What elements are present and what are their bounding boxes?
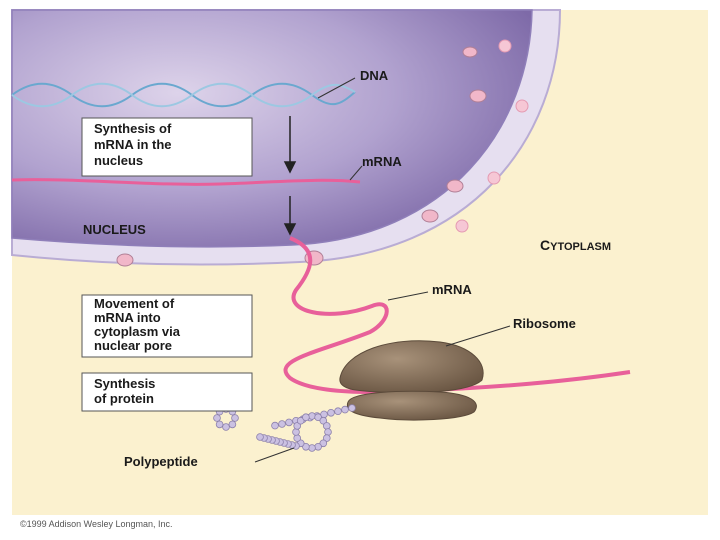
step-box-2: Movement of mRNA into cytoplasm via nucl…	[81, 294, 253, 358]
mrna-label-cytoplasm: mRNA	[432, 282, 472, 297]
step-3-line-1: Synthesis	[94, 376, 155, 391]
nuclear-pore	[462, 46, 478, 58]
process-arrows	[283, 116, 297, 236]
amino-acid-bead	[302, 413, 310, 422]
dna-strand-2	[11, 82, 356, 108]
amino-acid-bead	[334, 407, 342, 416]
amino-acid-bead	[222, 423, 230, 431]
nuclear-pore	[421, 209, 439, 223]
amino-acid-bead	[215, 420, 224, 429]
step-box-1-frame	[81, 117, 253, 177]
leader-dna	[317, 77, 356, 99]
amino-acid-bead	[341, 405, 349, 414]
polypeptide-chain	[213, 404, 356, 452]
step-1-line-3: nucleus	[94, 153, 143, 168]
step-2-line-1: Movement of	[94, 296, 175, 311]
nuclear-pore	[446, 179, 464, 193]
step-1-line-1: Synthesis of	[94, 121, 172, 136]
amino-acid-bead	[293, 434, 302, 442]
step-3-line-2: of protein	[94, 391, 154, 406]
leader-lines	[254, 77, 511, 463]
leader-ribosome	[445, 325, 511, 347]
amino-acid-bead	[285, 418, 293, 427]
cytoplasm-label: CYTOPLASM	[540, 237, 611, 253]
dna-helix	[11, 82, 356, 108]
amino-acid-bead	[302, 442, 310, 451]
cytoplasm-particles	[455, 39, 529, 233]
mrna-label-nucleus: mRNA	[362, 154, 402, 169]
amino-acid-bead	[314, 442, 322, 451]
amino-acid-bead	[278, 420, 286, 428]
leader-mrna-bottom	[387, 291, 429, 301]
nucleus-label: NUCLEUS	[83, 222, 146, 237]
amino-acid-bead	[319, 439, 328, 448]
leader-mrna-top	[349, 165, 363, 181]
amino-acid-bead	[292, 428, 300, 436]
nuclear-pore	[469, 89, 487, 103]
ribosome-large-subunit	[339, 340, 484, 394]
amino-acid-bead	[293, 422, 302, 430]
nuclear-envelope-inner	[11, 9, 533, 248]
arrow-2-head	[283, 223, 297, 236]
step-2-line-2: mRNA into	[94, 310, 161, 325]
amino-acid-bead	[213, 414, 221, 422]
amino-acid-bead	[228, 420, 237, 429]
cytoplasm-label-initial: C	[540, 237, 550, 253]
step-1-line-2: mRNA in the	[94, 137, 172, 152]
amino-acid-bead	[231, 414, 239, 422]
step-2-line-3: cytoplasm via	[94, 324, 181, 339]
step-2-line-4: nuclear pore	[94, 338, 172, 353]
step-box-3: Synthesis of protein	[81, 372, 253, 412]
amino-acid-bead	[256, 433, 264, 441]
amino-acid-bead	[308, 444, 316, 452]
polypeptide-label: Polypeptide	[124, 454, 198, 469]
amino-acid-bead	[271, 421, 279, 430]
nuclear-pore	[116, 253, 134, 267]
particle	[487, 171, 501, 185]
amino-acid-bead	[308, 412, 316, 420]
amino-acid-bead	[322, 434, 331, 442]
particle	[515, 99, 529, 113]
amino-acid-bead	[327, 408, 335, 417]
amino-acid-bead	[296, 416, 305, 425]
particle	[498, 39, 512, 53]
step-box-3-frame	[81, 372, 253, 412]
ribosome-label: Ribosome	[513, 316, 576, 331]
amino-acid-bead	[324, 428, 332, 436]
amino-acid-bead	[322, 422, 331, 430]
copyright-notice: ©1999 Addison Wesley Longman, Inc.	[20, 519, 173, 529]
dna-label: DNA	[360, 68, 389, 83]
step-box-2-frame	[81, 294, 253, 358]
mrna-strand-nucleus	[11, 178, 361, 186]
amino-acid-bead	[314, 413, 322, 422]
amino-acid-bead	[319, 416, 328, 425]
nucleus	[11, 9, 562, 266]
amino-acid-bead	[348, 404, 356, 412]
particle	[455, 219, 469, 233]
step-box-1: Synthesis of mRNA in the nucleus	[81, 117, 253, 177]
leader-polypeptide	[254, 447, 295, 463]
cytoplasm-label-rest: YTOPLASM	[550, 241, 611, 253]
ribosome-small-subunit	[346, 390, 477, 421]
arrow-1-head	[283, 161, 297, 174]
mrna-strand-cytoplasm	[283, 236, 631, 395]
ribosome	[339, 340, 484, 421]
